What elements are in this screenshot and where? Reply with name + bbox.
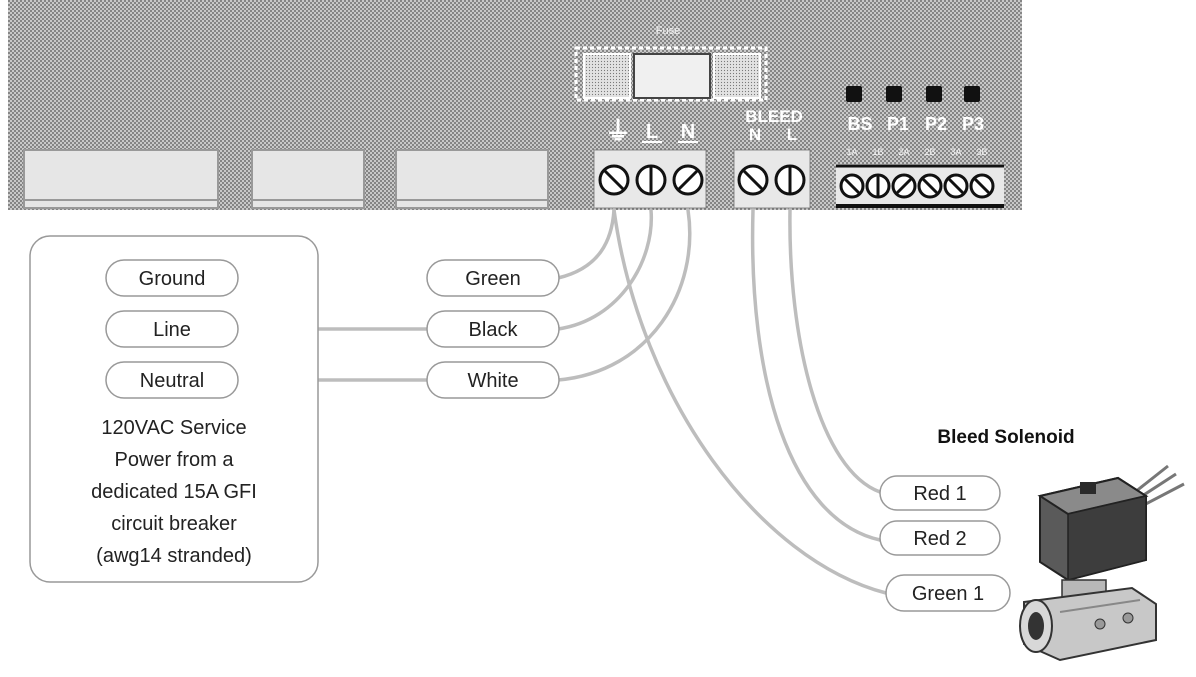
- power-terminal-block: [593, 149, 707, 209]
- led-p3-icon: [964, 86, 980, 102]
- relay-label-p1: P1: [887, 114, 909, 134]
- wires: [235, 208, 888, 595]
- tag-neutral-label: Neutral: [140, 370, 204, 392]
- tag-green-label: Green: [465, 268, 521, 290]
- solenoid-valve-icon: [1019, 464, 1185, 662]
- ground-screw-icon: [598, 164, 630, 196]
- bleed-terminal-block: [733, 149, 811, 209]
- neutral-screw-icon: [672, 164, 704, 196]
- tag-ground: [105, 259, 239, 297]
- wire-tags: Green Black White: [426, 259, 560, 399]
- bleed-n-label: N: [749, 125, 761, 144]
- solenoid-tags: Red 1 Red 2 Green 1: [879, 475, 1011, 612]
- service-box: Ground Line Neutral 120VAC Service Power…: [29, 235, 319, 583]
- tag-green-1-label: Green 1: [912, 583, 984, 605]
- wire-red1-to-bleed-l: [788, 208, 882, 494]
- tag-green: [426, 259, 560, 297]
- relay-screw-1a-icon: [839, 173, 865, 199]
- bleed-l-screw-icon: [774, 164, 806, 196]
- blank-plate-2: [251, 149, 365, 209]
- led-p1-icon: [886, 86, 902, 102]
- service-description-line-1: 120VAC Service: [101, 417, 246, 439]
- blank-plate-1: [23, 149, 219, 209]
- service-description-line-2: Power from a: [115, 449, 235, 471]
- relay-label-p3: P3: [962, 114, 984, 134]
- tag-white-label: White: [467, 370, 518, 392]
- neutral-terminal-label: N: [681, 121, 695, 143]
- led-p2-icon: [926, 86, 942, 102]
- tag-black: [426, 310, 560, 348]
- tag-red-2-label: Red 2: [913, 528, 966, 550]
- tag-ground-label: Ground: [139, 268, 206, 290]
- service-description-line-5: (awg14 stranded): [96, 545, 252, 567]
- fuse-holder: Fuse: [574, 25, 768, 102]
- relay-leds: [846, 86, 980, 102]
- bleed-label: BLEED: [745, 107, 803, 126]
- bleed-n-screw-icon: [737, 164, 769, 196]
- relay-sublabel-1a: 1A: [846, 147, 857, 157]
- service-description-line-3: dedicated 15A GFI: [91, 481, 257, 503]
- relay-screw-3a-icon: [943, 173, 969, 199]
- tag-green-1: [885, 574, 1011, 612]
- tag-red-2: [879, 520, 1001, 556]
- solenoid-title: Bleed Solenoid: [937, 427, 1074, 448]
- relay-screw-3b-icon: [969, 173, 995, 199]
- wire-white-to-neutral: [556, 208, 692, 382]
- tag-neutral: [105, 361, 239, 399]
- tag-white: [426, 361, 560, 399]
- led-bs-icon: [846, 86, 862, 102]
- tag-red-1: [879, 475, 1001, 511]
- ground-terminal-label: ⏚: [605, 116, 631, 146]
- tag-line-label: Line: [153, 319, 191, 341]
- relay-label-bs: BS: [847, 114, 872, 134]
- relay-sublabel-2b: 2B: [924, 147, 935, 157]
- relay-sublabel-1b: 1B: [872, 147, 883, 157]
- relay-screw-2a-icon: [891, 173, 917, 199]
- controller-panel: Fuse ⏚ L N BLEED N L: [8, 0, 1022, 210]
- fuse-label: Fuse: [656, 25, 680, 37]
- service-description-line-4: circuit breaker: [111, 513, 237, 535]
- blank-plate-3: [395, 149, 549, 209]
- bleed-l-label: L: [787, 125, 797, 144]
- relay-screw-2b-icon: [917, 173, 943, 199]
- tag-black-label: Black: [469, 319, 519, 341]
- line-terminal-label: L: [646, 121, 658, 143]
- line-screw-icon: [635, 164, 667, 196]
- tag-red-1-label: Red 1: [913, 483, 966, 505]
- relay-screw-1b-icon: [865, 173, 891, 199]
- wire-red2-to-bleed-n: [750, 208, 882, 542]
- relay-label-p2: P2: [925, 114, 947, 134]
- relay-terminal-strip: [836, 164, 1004, 208]
- wire-green1-to-ground: [612, 208, 888, 595]
- tag-line: [105, 310, 239, 348]
- relay-sublabel-2a: 2A: [898, 147, 909, 157]
- relay-sublabel-3a: 3A: [950, 147, 961, 157]
- relay-sublabel-3b: 3B: [976, 147, 987, 157]
- wire-green-to-ground: [556, 208, 616, 280]
